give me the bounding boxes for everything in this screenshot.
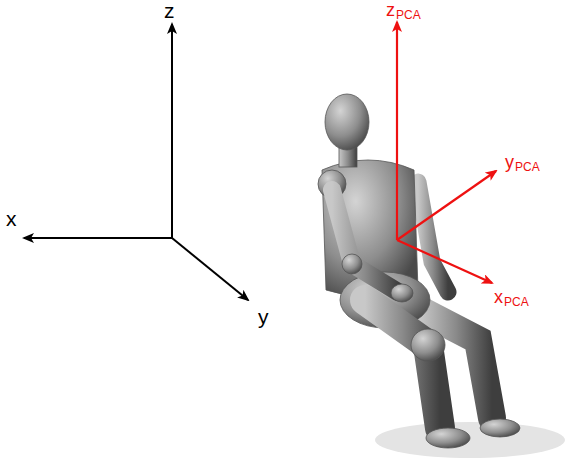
axis-label: x xyxy=(494,288,503,306)
axis-subscript: PCA xyxy=(396,9,421,21)
axis-label: z xyxy=(386,1,395,19)
seated-dummy xyxy=(318,94,520,448)
axis-label: z xyxy=(164,0,175,21)
shadow xyxy=(375,422,565,458)
pca-axes xyxy=(397,22,496,283)
axis-label: y xyxy=(258,306,269,327)
axis-label: y xyxy=(505,153,514,171)
axis-label: x xyxy=(6,208,17,229)
axis-subscript: PCA xyxy=(515,161,540,173)
world-axes xyxy=(24,24,248,300)
axis-subscript: PCA xyxy=(504,296,529,308)
